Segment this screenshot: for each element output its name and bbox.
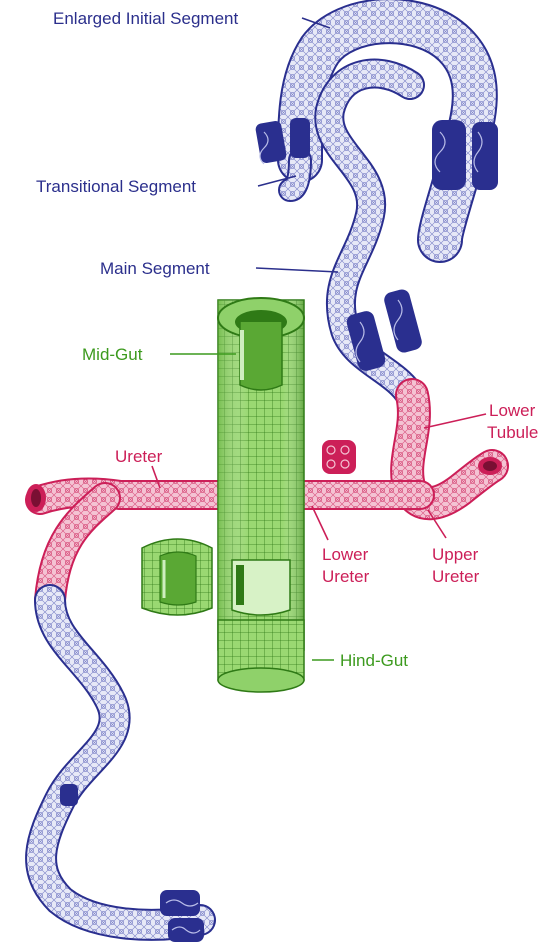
label-enlarged-initial-segment: Enlarged Initial Segment: [53, 9, 239, 28]
label-ureter: Ureter: [115, 447, 163, 466]
leader-lower-tubule: [424, 414, 486, 428]
ureter-section: [322, 440, 356, 474]
leader-main-segment: [256, 268, 338, 272]
section-block: [60, 784, 78, 806]
label-lower-tubule-1: Lower: [489, 401, 536, 420]
label-upper-ureter-1: Upper: [432, 545, 479, 564]
label-lower-tubule-2: Tubule: [487, 423, 538, 442]
section-block: [290, 118, 310, 158]
label-lower-ureter-1: Lower: [322, 545, 369, 564]
label-main-segment: Main Segment: [100, 259, 210, 278]
section-block: [382, 288, 423, 355]
label-transitional-segment: Transitional Segment: [36, 177, 196, 196]
label-lower-ureter-2: Ureter: [322, 567, 370, 586]
leader-lower-ureter: [312, 506, 328, 540]
label-upper-ureter-2: Ureter: [432, 567, 480, 586]
label-hind-gut: Hind-Gut: [340, 651, 408, 670]
label-mid-gut: Mid-Gut: [82, 345, 143, 364]
lower-tubule: [41, 600, 204, 942]
